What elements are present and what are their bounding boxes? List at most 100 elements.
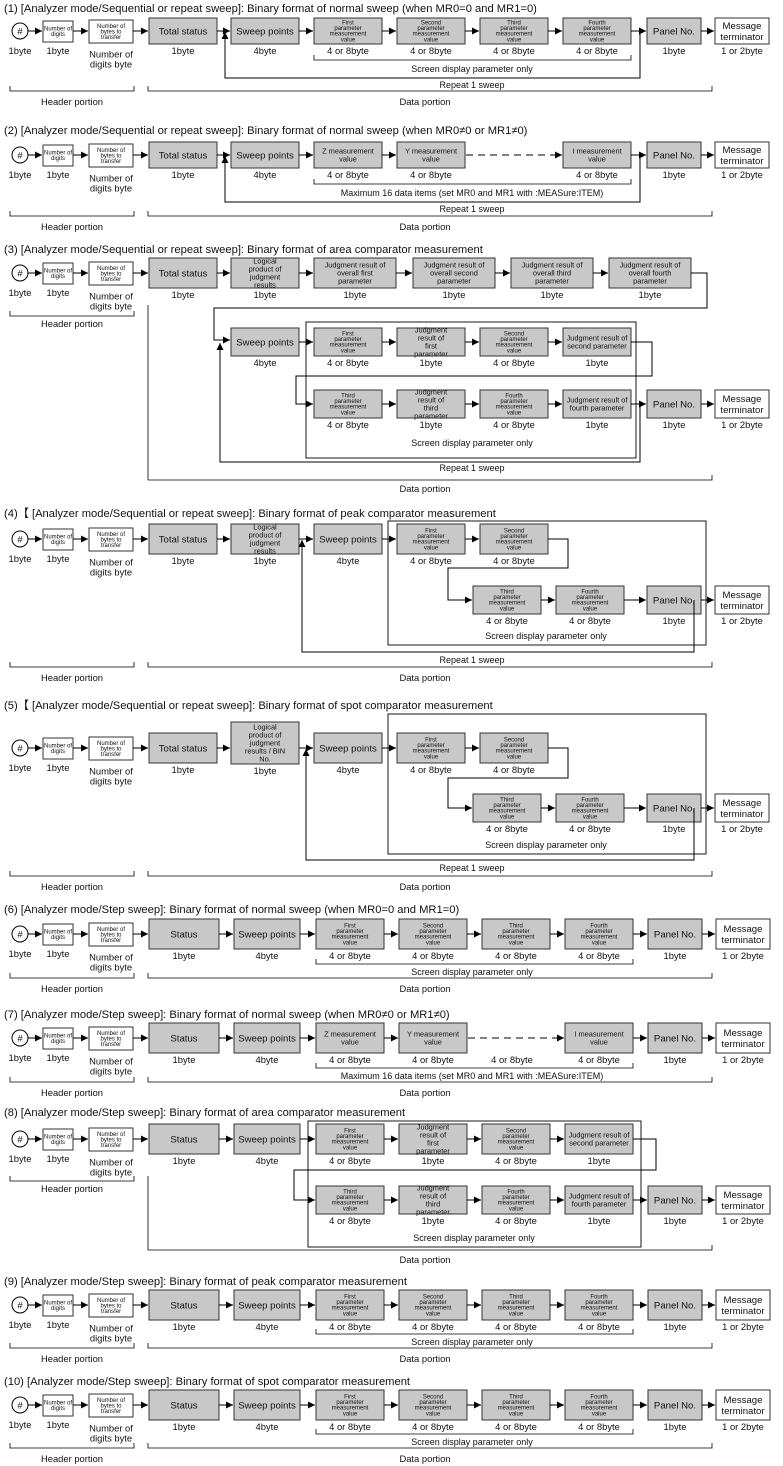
second-param-size: 4 or 8byte <box>412 1321 454 1332</box>
status-box <box>148 1389 220 1421</box>
status-label: Status <box>170 1034 197 1045</box>
z-value-box <box>313 141 383 169</box>
section-title-9: (9) [Analyzer mode/Step sweep]: Binary f… <box>4 1276 408 1288</box>
sweep-points-size: 4byte <box>256 1321 279 1332</box>
fourth-param-size: 4 or 8byte <box>578 950 620 961</box>
sweep-points-box <box>233 1289 301 1321</box>
hash-size: 1byte <box>9 1153 32 1164</box>
third-param-size: 4 or 8byte <box>495 950 537 961</box>
logical-product-bin-size: 1byte <box>254 765 277 776</box>
data-portion-bracket <box>148 1245 713 1251</box>
third-param-box <box>481 918 551 950</box>
second-param-size: 4 or 8byte <box>493 357 535 368</box>
first-param-size: 4 or 8byte <box>410 555 452 566</box>
status-size: 1byte <box>173 1155 196 1166</box>
sweep-points-label: Sweep points <box>319 535 377 546</box>
sweep-points-size: 4byte <box>337 764 360 775</box>
status-label: Status <box>170 930 197 941</box>
panel-no-size: 1byte <box>663 45 686 56</box>
sweep-points-label: Sweep points <box>236 338 294 349</box>
data-portion-bracket <box>147 662 713 668</box>
status-size: 1byte <box>173 1421 196 1432</box>
number-of-digits-size: 1byte <box>47 287 70 298</box>
total-status-box <box>148 17 218 45</box>
data-portion-label: Data portion <box>399 1087 450 1098</box>
judg-overall-third-box <box>510 257 594 289</box>
total-status-label: Total status <box>159 269 208 280</box>
screen-display-label: Screen display parameter only <box>411 438 533 448</box>
number-of-digits-size: 1byte <box>47 1052 70 1063</box>
fourth-param-size: 4 or 8byte <box>578 1421 620 1432</box>
screen-display-label: Screen display parameter only <box>411 967 533 977</box>
sweep-points-label: Sweep points <box>238 1301 296 1312</box>
third-param-size: 4 or 8byte <box>329 1215 371 1226</box>
panel-no-box <box>646 141 702 169</box>
status-size: 1byte <box>173 1054 196 1065</box>
second-param-size: 4 or 8byte <box>495 1155 537 1166</box>
number-of-digits-size: 1byte <box>47 948 70 959</box>
hash-label: # <box>17 1301 23 1312</box>
judg-overall-first-size: 1byte <box>344 289 367 300</box>
section-title-8: (8) [Analyzer mode/Step sweep]: Binary f… <box>4 1107 406 1119</box>
panel-no-label: Panel No. <box>654 1301 696 1312</box>
number-of-digits-size: 1byte <box>47 169 70 180</box>
first-param-size: 4 or 8byte <box>327 357 369 368</box>
third-param-box <box>481 1289 551 1321</box>
data-portion-label: Data portion <box>399 1254 450 1265</box>
judg-fourth-box <box>562 389 632 419</box>
first-param-box <box>315 918 385 950</box>
panel-no-box <box>647 1185 703 1215</box>
i-value-box <box>562 141 632 169</box>
sweep-points-size: 4byte <box>256 1155 279 1166</box>
panel-no-label: Panel No. <box>654 1401 696 1412</box>
fourth-param-size: 4 or 8byte <box>569 823 611 834</box>
panel-no-size: 1byte <box>663 169 686 180</box>
screen-display-label: Screen display parameter only <box>413 1233 535 1243</box>
screen-display-label: Screen display parameter only <box>411 1437 533 1447</box>
screen-display-label: Screen display parameter only <box>485 631 607 641</box>
sweep-points-label: Sweep points <box>238 1401 296 1412</box>
message-terminator-box <box>715 1289 771 1321</box>
y-value-size: 4 or 8byte <box>412 1054 454 1065</box>
judg-overall-second-size: 1byte <box>443 289 466 300</box>
fourth-param-box <box>564 918 634 950</box>
total-status-box <box>148 732 218 764</box>
judg-first-size: 1byte <box>420 357 443 368</box>
header-portion-label: Header portion <box>41 221 103 232</box>
logical-product-size: 1byte <box>254 555 277 566</box>
header-portion-label: Header portion <box>41 672 103 683</box>
total-status-label: Total status <box>159 27 208 38</box>
z-value-size: 4 or 8byte <box>327 169 369 180</box>
hash-label: # <box>17 930 23 941</box>
sweep-points-box <box>230 141 300 169</box>
second-param-size: 4 or 8byte <box>412 1421 454 1432</box>
third-param-size: 4 or 8byte <box>493 45 535 56</box>
